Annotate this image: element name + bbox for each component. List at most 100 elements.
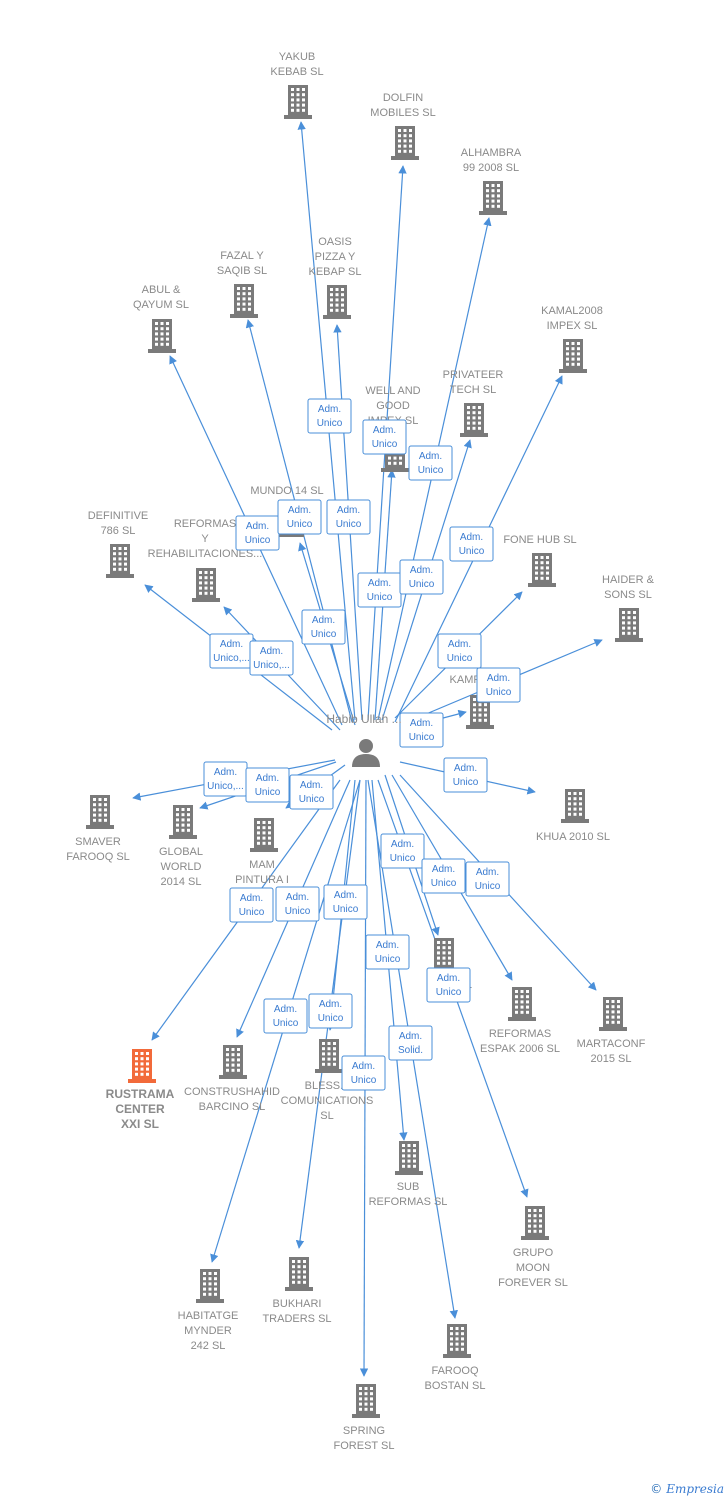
- relation-label[interactable]: Adm.Unico: [365, 934, 410, 970]
- relation-label[interactable]: Adm.Unico: [465, 861, 510, 897]
- relation-label[interactable]: Adm.Unico: [476, 667, 521, 703]
- relation-label[interactable]: Adm.Unico: [323, 884, 368, 920]
- svg-text:Unico: Unico: [436, 987, 462, 998]
- relation-label[interactable]: Adm.Unico: [426, 967, 471, 1003]
- relation-label[interactable]: Adm.Unico: [399, 559, 444, 595]
- svg-text:Adm.: Adm.: [399, 1031, 422, 1042]
- svg-text:Adm.: Adm.: [337, 505, 360, 516]
- svg-text:Unico: Unico: [367, 592, 393, 603]
- building-icon: [460, 403, 488, 437]
- company-node-haider[interactable]: HAIDER &SONS SL: [602, 574, 655, 642]
- svg-text:Unico: Unico: [336, 519, 362, 530]
- relation-label[interactable]: Adm.Unico: [235, 515, 280, 551]
- svg-text:Adm.: Adm.: [352, 1061, 375, 1072]
- relation-label[interactable]: Adm.Unico: [229, 887, 274, 923]
- company-node-khua[interactable]: KHUA 2010 SL: [536, 789, 610, 843]
- relation-label[interactable]: Adm.Unico: [275, 886, 320, 922]
- relation-label[interactable]: Adm.Unico,...: [203, 761, 248, 797]
- relation-label[interactable]: Adm.Unico: [307, 398, 352, 434]
- relation-label[interactable]: Adm.Unico: [380, 833, 425, 869]
- relation-label[interactable]: Adm.Unico: [263, 998, 308, 1034]
- relation-label[interactable]: Adm.Unico: [289, 774, 334, 810]
- relation-label[interactable]: Adm.Unico: [399, 712, 444, 748]
- relation-label[interactable]: Adm.Unico: [408, 445, 453, 481]
- relation-label[interactable]: Adm.Unico: [308, 993, 353, 1029]
- relation-label[interactable]: Adm.Unico,...: [249, 640, 294, 676]
- company-name[interactable]: ABUL &QAYUM SL: [133, 284, 189, 311]
- center-person[interactable]: Habib Ullah ...: [326, 712, 402, 767]
- company-name[interactable]: FONE HUB SL: [503, 534, 576, 546]
- relation-label[interactable]: Adm.Unico: [449, 526, 494, 562]
- relation-label[interactable]: Adm.Unico: [421, 858, 466, 894]
- svg-text:Unico: Unico: [318, 1013, 344, 1024]
- relation-label[interactable]: Adm.Solid.: [388, 1025, 433, 1061]
- company-name[interactable]: KHUA 2010 SL: [536, 831, 610, 843]
- relation-label[interactable]: Adm.Unico: [277, 499, 322, 535]
- relation-label[interactable]: Adm.Unico: [437, 633, 482, 669]
- svg-text:Unico: Unico: [299, 794, 325, 805]
- relation-label[interactable]: Adm.Unico: [341, 1055, 386, 1091]
- brand-name[interactable]: Empresia: [666, 1482, 724, 1496]
- relation-label[interactable]: Adm.Unico,...: [209, 633, 254, 669]
- svg-text:Unico: Unico: [285, 906, 311, 917]
- relation-label[interactable]: Adm.Unico: [357, 572, 402, 608]
- svg-text:Adm.: Adm.: [312, 615, 335, 626]
- relation-label[interactable]: Adm. Unico: [326, 499, 371, 535]
- relation-label[interactable]: Adm.Unico: [245, 767, 290, 803]
- company-node-abul[interactable]: ABUL &QAYUM SL: [133, 284, 189, 353]
- relation-label[interactable]: Adm.Unico: [443, 757, 488, 793]
- relation-label[interactable]: Adm.Unico: [301, 609, 346, 645]
- person-name[interactable]: Habib Ullah ...: [326, 712, 401, 726]
- relation-label[interactable]: Adm.Unico: [362, 419, 407, 455]
- svg-text:Adm.: Adm.: [220, 639, 243, 650]
- company-name[interactable]: MUNDO 14 SL: [250, 485, 323, 497]
- company-name[interactable]: HAIDER &SONS SL: [602, 574, 655, 601]
- company-node-fonehub[interactable]: FONE HUB SL: [503, 534, 577, 587]
